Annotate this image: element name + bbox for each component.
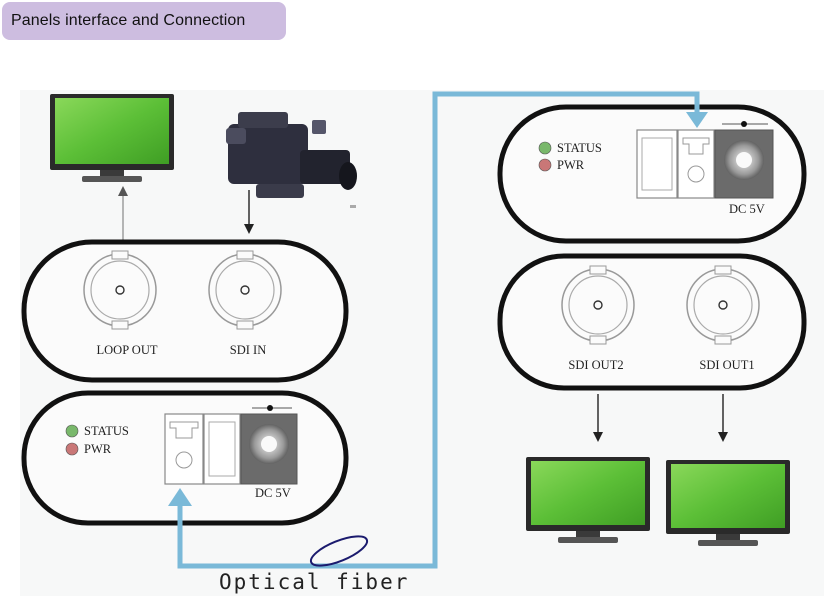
status-led-icon xyxy=(538,141,552,155)
pwr-led-icon xyxy=(65,442,79,456)
fiber-port-icon xyxy=(203,413,241,485)
bnc-connector-icon xyxy=(686,265,760,345)
dc-label: DC 5V xyxy=(255,486,291,500)
transmitter-status-panel: STATUS PWR DC 5V xyxy=(21,390,349,526)
monitor-icon xyxy=(666,460,790,546)
receiver-bnc-panel: SDI OUT2 SDI OUT1 xyxy=(497,253,807,391)
status-label: STATUS xyxy=(557,141,602,155)
transmitter-bnc-panel: LOOP OUT SDI IN xyxy=(21,239,349,383)
pwr-label: PWR xyxy=(84,442,112,456)
sdi-out2-label: SDI OUT2 xyxy=(568,358,623,372)
fiber-coil-icon xyxy=(309,535,369,567)
loop-out-label: LOOP OUT xyxy=(97,343,158,357)
sdi-in-label: SDI IN xyxy=(230,343,266,357)
monitor-icon xyxy=(50,94,174,182)
fiber-port-icon xyxy=(677,129,715,199)
dc-jack-icon xyxy=(714,121,774,199)
receiver-status-panel: STATUS PWR DC 5V xyxy=(497,104,807,244)
page-title: Panels interface and Connection xyxy=(11,12,246,29)
fiber-arrow-up xyxy=(168,488,192,506)
dc-label: DC 5V xyxy=(729,202,765,216)
monitor-icon xyxy=(526,457,650,543)
optical-fiber-line xyxy=(177,91,700,569)
fiber-port-icon xyxy=(636,129,678,199)
title-badge: Panels interface and Connection xyxy=(2,2,286,40)
video-camera-icon xyxy=(226,112,357,208)
bnc-connector-icon xyxy=(561,265,635,345)
bnc-connector-icon xyxy=(83,250,157,330)
dc-jack-icon xyxy=(240,405,298,485)
optical-fiber-label: Optical fiber xyxy=(219,570,409,594)
bnc-connector-icon xyxy=(208,250,282,330)
fiber-arrow-down xyxy=(686,112,708,128)
sdi-out1-label: SDI OUT1 xyxy=(699,358,754,372)
status-label: STATUS xyxy=(84,424,129,438)
pwr-label: PWR xyxy=(557,158,585,172)
status-led-icon xyxy=(65,424,79,438)
pwr-led-icon xyxy=(538,158,552,172)
fiber-port-icon xyxy=(164,413,204,485)
